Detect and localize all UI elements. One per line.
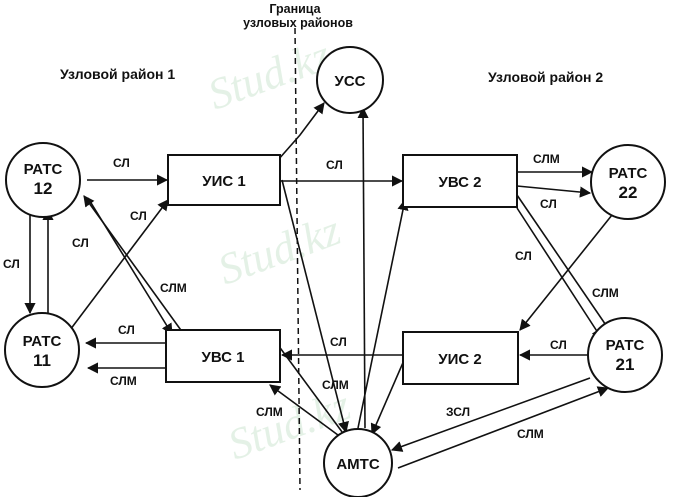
region-2-label: Узловой район 2	[488, 69, 603, 85]
node-uis2-label: УИС 2	[438, 351, 481, 368]
region-1-label: Узловой район 1	[60, 66, 175, 82]
node-ratc22-number: 22	[619, 183, 638, 202]
node-ratc12-number: 12	[34, 179, 53, 198]
boundary-label-line1: Граница	[269, 2, 321, 16]
node-uvs2-label: УВС 2	[439, 174, 482, 191]
edge-label: СЛ	[72, 236, 89, 250]
edge-label: СЛ	[515, 249, 532, 263]
edge-label: СЛ	[540, 197, 557, 211]
node-uvs2: УВС 2	[402, 154, 518, 208]
node-uis1: УИС 1	[167, 154, 281, 206]
node-amts-label: АМТС	[336, 456, 379, 473]
node-ratc21-number: 21	[616, 355, 635, 374]
edge-uis1-amts	[281, 179, 349, 434]
node-amts: АМТС	[323, 428, 393, 497]
node-uss-label: УСС	[335, 73, 366, 90]
region-boundary-line	[294, 27, 301, 491]
edge-amts-uvs2	[357, 198, 409, 429]
edge-label: СЛ	[113, 156, 130, 170]
edge-label: СЛМ	[592, 286, 619, 300]
edge-label: СЛМ	[533, 152, 560, 166]
node-ratc12: РАТС 12	[5, 142, 81, 218]
boundary-label-line2: узловых районов	[243, 16, 353, 30]
edge-label: СЛ	[118, 323, 135, 337]
edge-uvs2-ratc21-sl	[516, 194, 613, 335]
node-ratc21-title: РАТС	[606, 337, 645, 354]
edge-amts-ratc21	[397, 386, 610, 469]
edge-amts-uss	[357, 106, 369, 429]
node-ratc12-title: РАТС	[24, 161, 63, 178]
edge-uvs2-ratc21-slm	[516, 207, 603, 340]
edge-label: СЛМ	[256, 405, 283, 419]
node-uvs1-label: УВС 1	[202, 349, 245, 366]
node-ratc11-number: 11	[33, 351, 51, 370]
edge-label: СЛМ	[160, 281, 187, 295]
edge-amts-uvs1	[269, 384, 343, 439]
edge-ratc11-uis1	[69, 199, 169, 331]
edge-label: СЛ	[130, 209, 147, 223]
edge-ratc12-uvs1	[87, 197, 173, 335]
node-ratc11-title: РАТС	[23, 333, 62, 350]
edge-labels: СЛ СЛ СЛ СЛ СЛМ СЛ СЛМ СЛ СЛМ СЛ СЛ СЛМ …	[3, 152, 619, 441]
edge-label: СЛ	[326, 158, 343, 172]
node-ratc11: РАТС 11	[4, 312, 80, 388]
node-uis2: УИС 2	[402, 331, 519, 385]
edge-label: СЛ	[3, 257, 20, 271]
edge-ratc21-amts	[390, 377, 591, 452]
node-ratc22-title: РАТС	[609, 165, 648, 182]
edge-uvs2-ratc22-sl	[516, 185, 592, 198]
edge-label: СЛ	[550, 338, 567, 352]
edge-label: ЗСЛ	[446, 405, 470, 419]
node-uss: УСС	[316, 46, 384, 114]
edges	[24, 102, 613, 469]
edge-label: СЛМ	[110, 374, 137, 388]
node-ratc21: РАТС 21	[587, 317, 663, 393]
edge-ratc22-uis2	[519, 214, 613, 331]
edge-label: СЛМ	[322, 378, 349, 392]
edge-label: СЛ	[330, 335, 347, 349]
edge-label: СЛМ	[517, 427, 544, 441]
edge-uvs1-amts	[277, 344, 349, 441]
node-ratc22: РАТС 22	[590, 144, 666, 220]
edge-uis1-uss	[277, 102, 325, 161]
node-uis1-label: УИС 1	[202, 173, 245, 190]
watermark-text-2: Stud.kz	[212, 205, 347, 294]
node-uvs1: УВС 1	[165, 329, 281, 383]
